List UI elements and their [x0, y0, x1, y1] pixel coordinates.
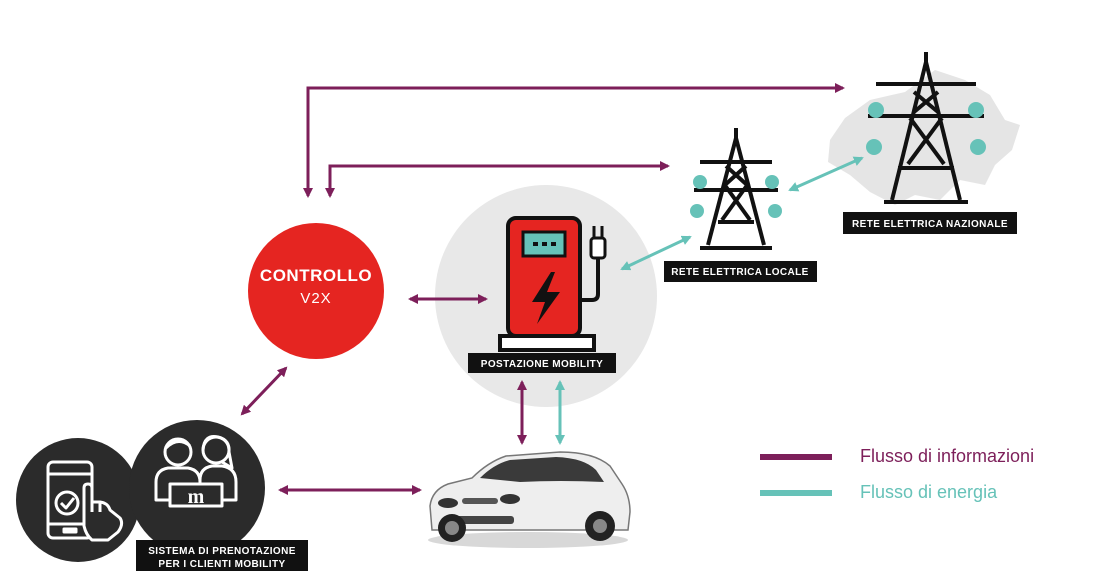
- info-arrow-control-booking: [240, 366, 288, 416]
- phone-circle: [16, 438, 140, 562]
- national-pylon-icon: [868, 52, 984, 204]
- charging-station-icon: [498, 216, 607, 352]
- legend: Flusso di informazioni Flusso di energia: [760, 446, 1034, 502]
- svg-text:SISTEMA DI PRENOTAZIONE: SISTEMA DI PRENOTAZIONE: [148, 546, 296, 557]
- national-grid-label: RETE ELETTRICA NAZIONALE: [843, 212, 1017, 234]
- info-arrow-control-local: [325, 161, 670, 198]
- phone-tap-icon: [46, 460, 124, 542]
- local-grid-label: RETE ELETTRICA LOCALE: [664, 261, 817, 282]
- svg-text:POSTAZIONE MOBILITY: POSTAZIONE MOBILITY: [481, 359, 603, 370]
- control-subtitle: V2X: [300, 290, 331, 307]
- svg-text:PER I CLIENTI MOBILITY: PER I CLIENTI MOBILITY: [158, 559, 285, 570]
- station-label: POSTAZIONE MOBILITY: [468, 353, 616, 373]
- local-pylon-insulators: [690, 175, 782, 218]
- control-title: CONTROLLO: [260, 266, 372, 285]
- svg-text:RETE ELETTRICA NAZIONALE: RETE ELETTRICA NAZIONALE: [852, 219, 1008, 230]
- svg-text:RETE ELETTRICA LOCALE: RETE ELETTRICA LOCALE: [671, 267, 808, 278]
- booking-label: SISTEMA DI PRENOTAZIONE PER I CLIENTI MO…: [136, 540, 308, 571]
- energy-arrow-station-local: [620, 235, 692, 271]
- local-pylon-icon: [694, 128, 778, 250]
- legend-energy-label: Flusso di energia: [860, 482, 998, 502]
- electric-car-image: [428, 451, 631, 548]
- national-pylon-insulators: [866, 102, 986, 155]
- users-icon: [154, 435, 238, 508]
- energy-arrow-local-national: [788, 156, 864, 192]
- legend-info-label: Flusso di informazioni: [860, 446, 1034, 466]
- users-circle: m: [129, 420, 265, 556]
- mobility-badge-letter: m: [188, 486, 205, 508]
- control-v2x-node: CONTROLLO V2X: [248, 223, 384, 359]
- info-arrow-control-national: [303, 83, 845, 198]
